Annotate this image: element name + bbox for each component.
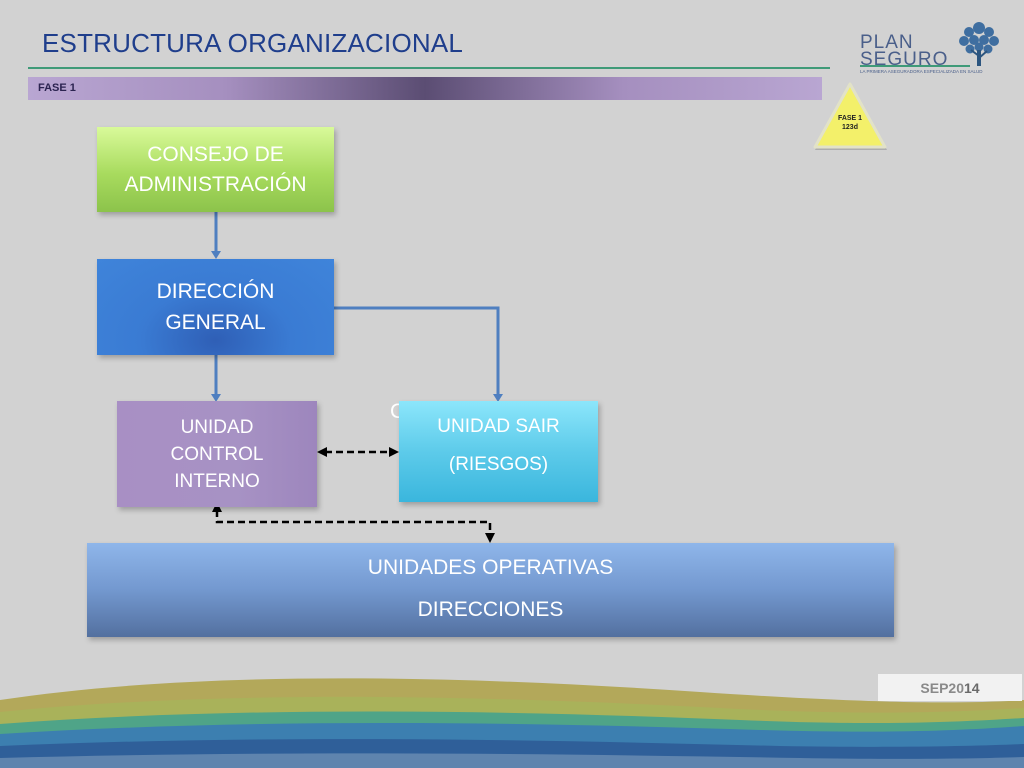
node-label-line: UNIDAD	[180, 416, 254, 438]
logo-tagline: LA PRIMERA ASEGURADORA ESPECIALIZADA EN …	[860, 69, 983, 74]
date-year-a: 20	[948, 679, 964, 696]
date-prefix: SEP	[920, 679, 949, 696]
logo-line-seguro: SEGURO	[860, 49, 949, 70]
warning-triangle-icon	[813, 82, 887, 150]
edge-consejo-direccion	[211, 212, 221, 259]
edge-control-operativas	[212, 502, 495, 543]
node-label-line: INTERNO	[174, 470, 260, 492]
milestone-marker: FASE 1 123d	[812, 82, 888, 152]
page-title: ESTRUCTURA ORGANIZACIONAL	[42, 28, 464, 58]
phase-bar: FASE 1	[28, 77, 822, 100]
node-label-line: DIRECCIÓN	[156, 280, 275, 303]
node-label-line: DIRECCIONES	[417, 598, 564, 621]
phase-bar-label: FASE 1	[38, 82, 76, 94]
node-direccion-general: DIRECCIÓN GENERAL	[97, 259, 334, 355]
title-divider	[28, 67, 830, 69]
plan-seguro-logo: PLAN SEGURO LA PRIMERA ASEGURADORA ESPEC…	[858, 20, 1008, 80]
node-consejo-administracion: CONSEJO DE ADMINISTRACIÓN	[97, 127, 334, 212]
node-label-line: UNIDADES OPERATIVAS	[367, 556, 614, 579]
node-label-line: GENERAL	[165, 311, 266, 334]
milestone-phase: FASE 1	[837, 115, 863, 122]
milestone-label: FASE 1 123d	[812, 114, 888, 132]
milestone-duration: 123d	[842, 124, 858, 131]
node-unidades-operativas: UNIDADES OPERATIVAS DIRECCIONES	[87, 543, 894, 637]
footer-wave-decoration	[0, 678, 1024, 768]
logo-rule	[860, 65, 970, 67]
edge-direccion-sair	[334, 306, 503, 402]
node-label-line: CONTROL	[170, 443, 264, 465]
date-year-b: 14	[964, 679, 980, 696]
node-unidad-control-interno: UNIDAD CONTROL INTERNO	[117, 401, 317, 507]
node-label-line: ADMINISTRACIÓN	[124, 172, 307, 196]
node-label-line: (RIESGOS)	[448, 454, 549, 475]
tree-icon	[959, 22, 999, 66]
logo-line-plan: PLAN	[860, 32, 914, 53]
edge-control-sair	[317, 447, 399, 457]
node-unidad-sair: UNIDAD SAIR (RIESGOS)	[399, 401, 598, 502]
node-label-line: CONSEJO DE	[147, 142, 284, 166]
edge-direccion-control	[211, 355, 221, 402]
node-label-line: UNIDAD SAIR	[437, 416, 560, 437]
